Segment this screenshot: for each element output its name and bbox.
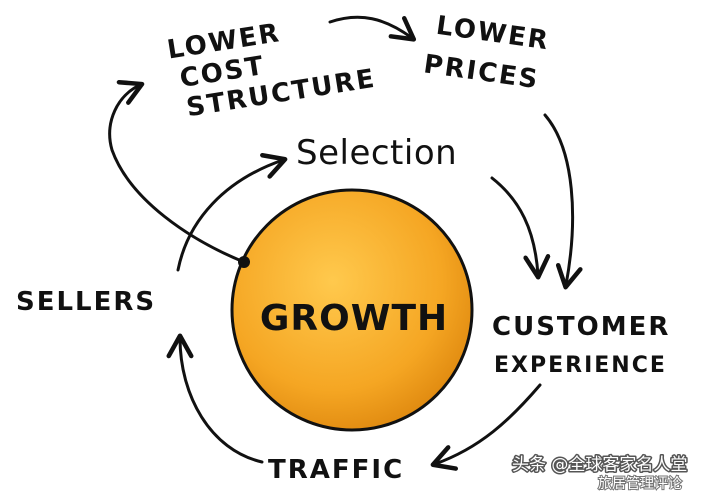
lower-prices-line2: PRICES xyxy=(422,49,541,95)
arrow-lower-cost-to-prices xyxy=(328,15,417,42)
arrow-customer-to-traffic xyxy=(430,383,542,471)
node-lower-prices: LOWER PRICES xyxy=(422,11,552,96)
node-lower-cost-structure: LOWER COST STRUCTURE xyxy=(165,18,378,123)
watermark-sub: 旅居管理评论 xyxy=(598,476,682,492)
watermark: 头条 @全球客家名人堂 旅居管理评论 xyxy=(511,454,689,492)
customer-line2: EXPERIENCE xyxy=(494,353,667,378)
growth-label: GROWTH xyxy=(260,298,448,339)
node-selection: Selection xyxy=(296,133,457,173)
arrow-prices-to-customer xyxy=(543,113,583,290)
customer-line1: CUSTOMER xyxy=(492,312,670,342)
node-customer-experience: CUSTOMER EXPERIENCE xyxy=(492,312,670,378)
lower-prices-line1: LOWER xyxy=(434,11,551,57)
arrow-sellers-to-selection xyxy=(176,152,288,272)
arrow-growth-to-lower-cost xyxy=(108,79,246,264)
arrow-traffic-to-sellers xyxy=(166,333,264,464)
watermark-main: 头条 @全球客家名人堂 xyxy=(512,455,687,475)
growth-circle xyxy=(230,188,474,432)
node-sellers: SELLERS xyxy=(16,287,156,317)
node-traffic: TRAFFIC xyxy=(268,455,404,485)
arrow-selection-to-customer xyxy=(490,176,551,280)
